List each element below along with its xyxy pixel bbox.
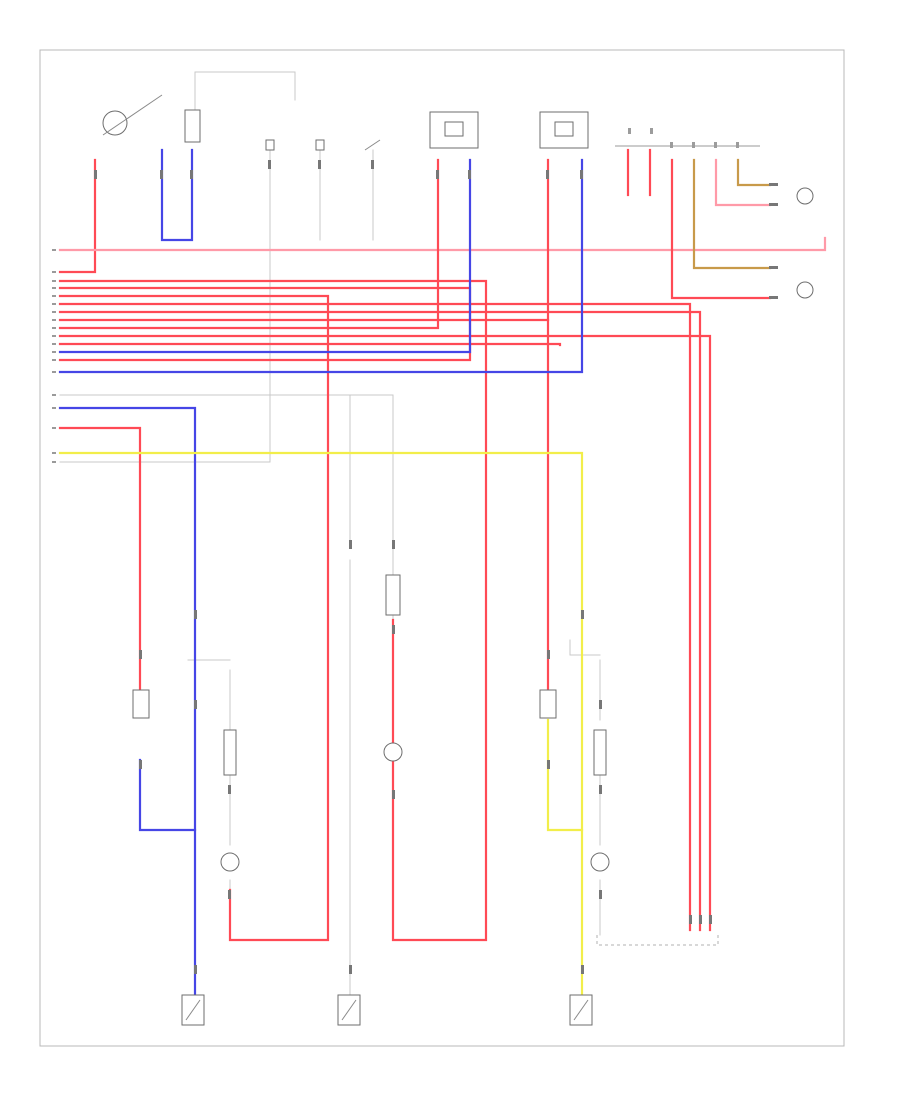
left-fog-lamp bbox=[220, 852, 240, 872]
left-fog-relay bbox=[132, 689, 150, 719]
fuse-a bbox=[265, 139, 275, 151]
ground-center bbox=[337, 994, 361, 1026]
lh-headlight-top bbox=[539, 111, 589, 149]
right-fog-lamp bbox=[590, 852, 610, 872]
combination-switch-symbol bbox=[102, 110, 128, 136]
center-lamp bbox=[383, 742, 403, 762]
yellow-wires bbox=[58, 158, 772, 1002]
red-wires bbox=[58, 158, 827, 942]
bottom-splice bbox=[596, 935, 719, 946]
ground-right bbox=[569, 994, 593, 1026]
right-ballast bbox=[539, 689, 557, 719]
diagram-frame bbox=[39, 49, 845, 1047]
combination-switch bbox=[102, 94, 163, 136]
rh-headlight-top bbox=[429, 111, 479, 149]
blue-wires bbox=[58, 148, 584, 1002]
center-relay bbox=[385, 574, 401, 616]
fuse-b bbox=[315, 139, 325, 151]
left-pin-markers bbox=[52, 249, 56, 463]
joint-connector bbox=[615, 128, 760, 197]
dimmer-relay bbox=[184, 109, 201, 143]
left-bulb-1 bbox=[223, 729, 237, 776]
connector-ticks bbox=[94, 160, 778, 974]
rh-front-turn-lamp bbox=[796, 187, 814, 205]
shift-switch bbox=[364, 139, 381, 151]
ground-left bbox=[181, 994, 205, 1026]
right-fog-relay bbox=[593, 729, 607, 776]
lh-front-turn-lamp bbox=[796, 281, 814, 299]
